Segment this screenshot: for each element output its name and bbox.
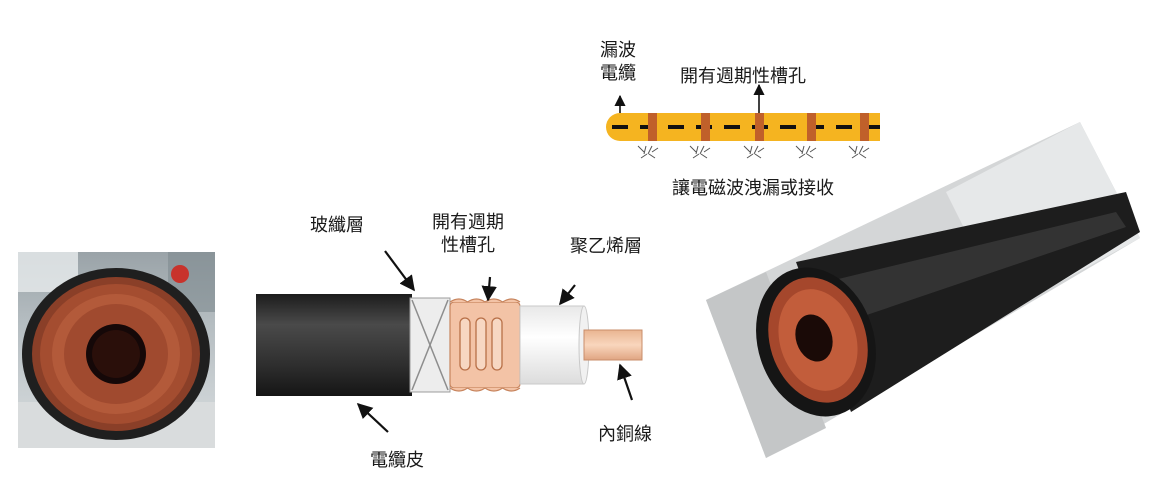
slot-mark <box>491 317 503 371</box>
periodic-slots-label: 開有週期 性槽孔 <box>432 212 504 256</box>
slot-mark <box>807 113 816 141</box>
slot-mark <box>860 113 869 141</box>
inner-copper-segment <box>583 329 643 361</box>
em-leak-receive-label: 讓電磁波洩漏或接收 <box>672 178 834 199</box>
cable-jacket-label: 電纜皮 <box>370 450 424 471</box>
inner-copper-wire-label: 內銅線 <box>598 424 652 445</box>
cross-section-photo <box>18 252 215 448</box>
cable-jacket-segment <box>256 294 412 396</box>
slot-mark <box>701 113 710 141</box>
leaky-cable-label: 漏波 電纜 <box>600 40 636 84</box>
polyethylene-layer-label: 聚乙烯層 <box>570 236 642 257</box>
fiberglass-layer-label: 玻纖層 <box>310 215 364 236</box>
cable-end-photo <box>706 122 1140 458</box>
slot-mark <box>459 317 471 371</box>
em-radiation-marks <box>637 145 870 159</box>
slot-mark <box>755 113 764 141</box>
slot-mark <box>475 317 487 371</box>
slot-mark <box>648 113 657 141</box>
periodic-slots-top-label: 開有週期性槽孔 <box>680 66 806 87</box>
